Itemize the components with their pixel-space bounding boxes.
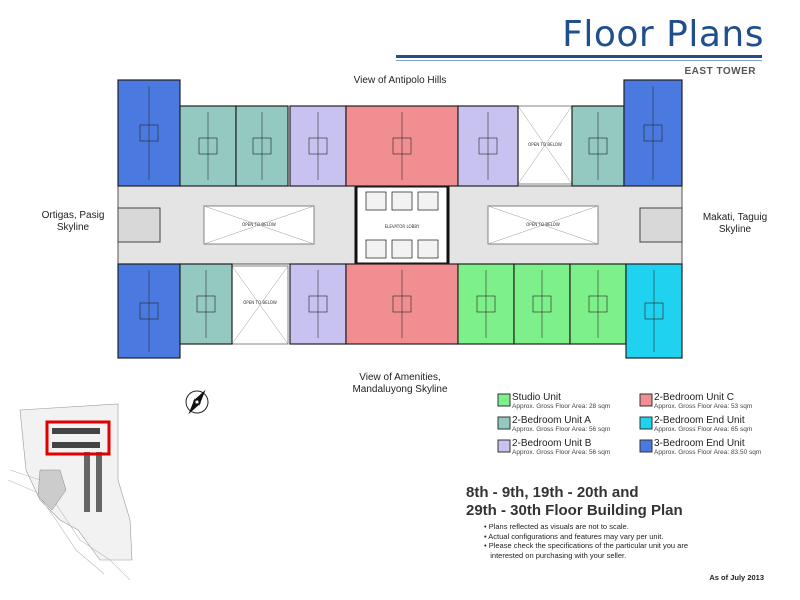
legend-swatch-c <box>639 393 653 407</box>
legend-unit-b-area: Approx. Gross Floor Area: 56 sqm <box>512 449 611 456</box>
open-to-below-label-2: OPEN TO BELOW <box>526 222 560 227</box>
note-3: • Please check the specifications of the… <box>484 541 688 550</box>
view-west: Ortigas, Pasig Skyline <box>28 210 118 234</box>
legend-unit-a-name: 2-Bedroom Unit A <box>512 415 591 426</box>
open-to-below-label-1: OPEN TO BELOW <box>242 222 276 227</box>
unit-bathroom <box>476 295 496 313</box>
elevator-6 <box>417 239 439 259</box>
stair-east <box>639 207 683 243</box>
view-south-line1: View of Amenities, <box>359 372 441 383</box>
unit-bathroom <box>308 137 328 155</box>
stair-west <box>117 207 161 243</box>
legend-swatches-layer <box>497 393 653 453</box>
elevator-3 <box>417 191 439 211</box>
view-south: View of Amenities, Mandaluyong Skyline <box>330 372 470 396</box>
legend-item-end2: 2-Bedroom End Unit Approx. Gross Floor A… <box>654 415 752 433</box>
legend-end2-name: 2-Bedroom End Unit <box>654 415 745 426</box>
legend-swatch-a <box>497 416 511 430</box>
legend-unit-c-name: 2-Bedroom Unit C <box>654 392 735 403</box>
unit-bathroom <box>252 137 272 155</box>
view-east-line2: Skyline <box>718 224 752 235</box>
legend-end3-area: Approx. Gross Floor Area: 83.50 sqm <box>654 449 762 456</box>
note-1: • Plans reflected as visuals are not to … <box>484 522 629 531</box>
view-north: View of Antipolo Hills <box>353 75 447 86</box>
unit-bathroom <box>644 302 664 320</box>
legend-item-unit-a: 2-Bedroom Unit A Approx. Gross Floor Are… <box>512 415 610 433</box>
site-key-plan <box>7 403 133 581</box>
units-layer <box>117 79 683 359</box>
unit-bathroom <box>392 295 412 313</box>
legend-end3-name: 3-Bedroom End Unit <box>654 438 745 449</box>
legend-unit-b-name: 2-Bedroom Unit B <box>512 438 592 449</box>
elevator-lobby-label: ELEVATOR LOBBY <box>385 224 420 229</box>
elevator-5 <box>391 239 413 259</box>
elevator-4 <box>365 239 387 259</box>
unit-bathroom <box>532 295 552 313</box>
view-east-line1: Makati, Taguig <box>702 212 768 223</box>
view-east: Makati, Taguig Skyline <box>690 212 780 236</box>
view-south-line2: Mandaluyong Skyline <box>352 384 448 395</box>
plan-notes: • Plans reflected as visuals are not to … <box>484 522 744 560</box>
tower-label: EAST TOWER <box>684 66 756 77</box>
unit-bathroom <box>196 295 216 313</box>
elevator-2 <box>391 191 413 211</box>
note-2: • Actual configurations and features may… <box>484 531 664 541</box>
legend-item-unit-c: 2-Bedroom Unit C Approx. Gross Floor Are… <box>654 392 752 410</box>
legend-swatch-end3 <box>639 439 653 453</box>
legend-unit-a-area: Approx. Gross Floor Area: 56 sqm <box>512 426 611 433</box>
legend-swatch-studio <box>497 393 511 407</box>
unit-bathroom <box>392 137 412 155</box>
floor-plan-title-line1: 8th - 9th, 19th - 20th and <box>466 484 639 501</box>
legend-item-unit-b: 2-Bedroom Unit B Approx. Gross Floor Are… <box>512 438 610 456</box>
legend-item-studio: Studio Unit Approx. Gross Floor Area: 28… <box>512 392 610 410</box>
page-title: Floor Plans <box>562 14 764 55</box>
open-to-below-label-4: OPEN TO BELOW <box>243 300 277 305</box>
unit-bathroom <box>139 124 159 142</box>
site-key-highlight <box>45 420 111 456</box>
unit-bathroom <box>478 137 498 155</box>
unit-bathroom <box>308 295 328 313</box>
legend-end2-area: Approx. Gross Floor Area: 65 sqm <box>654 426 753 433</box>
unit-bathroom <box>198 137 218 155</box>
unit-bathroom <box>139 302 159 320</box>
view-west-line1: Ortigas, Pasig <box>41 210 105 221</box>
legend-swatch-b <box>497 439 511 453</box>
north-arrow-icon <box>185 389 209 415</box>
unit-bathroom <box>588 295 608 313</box>
as-of-date: As of July 2013 <box>709 573 764 582</box>
legend-studio-name: Studio Unit <box>512 392 561 403</box>
legend-unit-c-area: Approx. Gross Floor Area: 53 sqm <box>654 403 753 410</box>
floor-plan-title: 8th - 9th, 19th - 20th and 29th - 30th F… <box>466 484 726 520</box>
title-underline-thin <box>396 60 762 61</box>
view-west-line2: Skyline <box>56 222 90 233</box>
floor-plan-title-line2: 29th - 30th Floor Building Plan <box>466 502 683 519</box>
legend-item-end3: 3-Bedroom End Unit Approx. Gross Floor A… <box>654 438 761 456</box>
unit-bathroom <box>588 137 608 155</box>
legend-swatch-end2 <box>639 416 653 430</box>
unit-bathroom <box>643 124 663 142</box>
open-to-below-label-3: OPEN TO BELOW <box>528 142 562 147</box>
elevator-1 <box>365 191 387 211</box>
title-underline <box>396 55 762 58</box>
note-4: interested on purchasing with your selle… <box>484 550 627 560</box>
legend-studio-area: Approx. Gross Floor Area: 28 sqm <box>512 403 611 410</box>
